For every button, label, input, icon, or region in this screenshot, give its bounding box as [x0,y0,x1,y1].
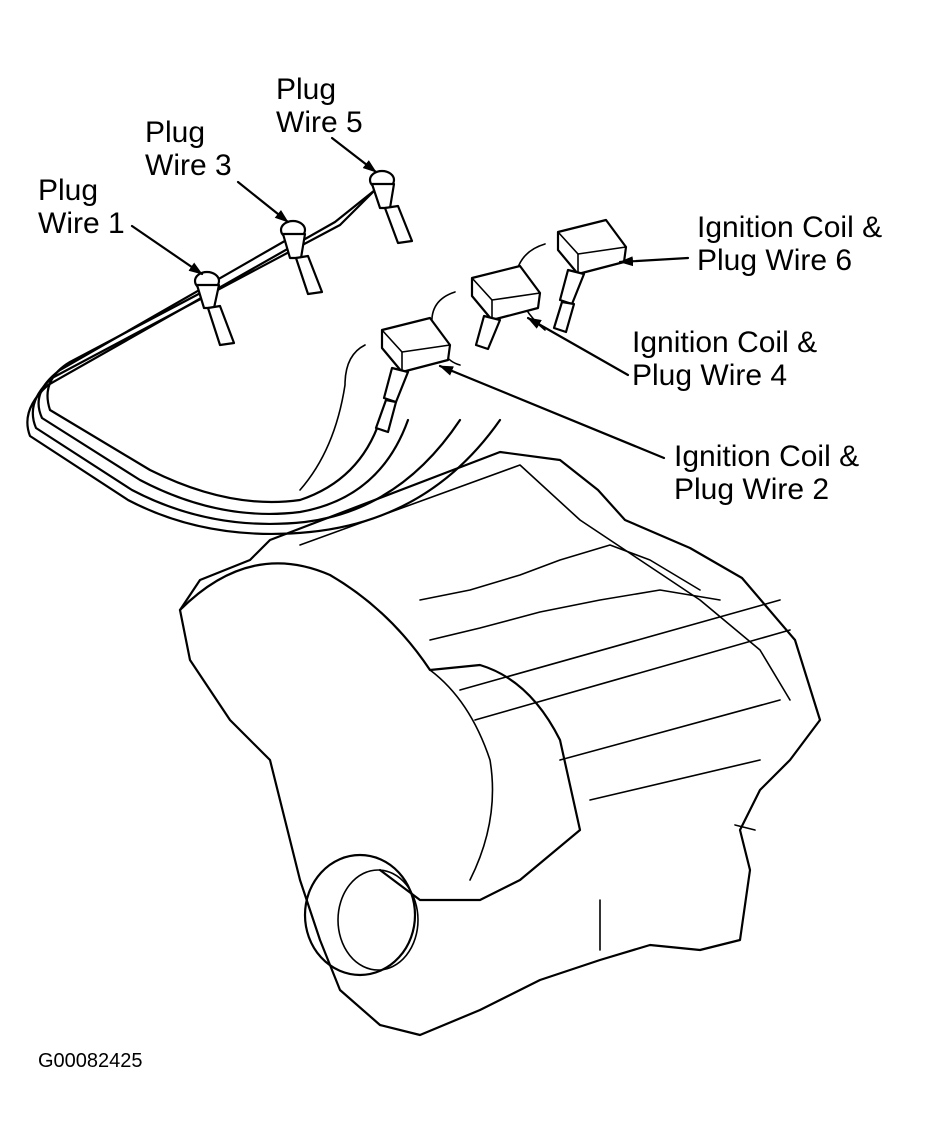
plug-boot-5 [368,169,414,245]
ignition-coil-2 [374,316,452,434]
label-line: Ignition Coil & [697,211,883,244]
label-coil-4: Ignition Coil & Plug Wire 4 [632,326,817,392]
arrow-coil-2 [438,364,666,460]
label-plug-wire-3: Plug Wire 3 [145,116,232,182]
label-line: Plug [145,116,206,149]
label-line: Wire 5 [276,106,363,139]
plug-wire-harness [26,183,546,535]
ignition-coil-4 [470,264,542,351]
arrow-plug-wire-5 [330,136,378,174]
label-plug-wire-5: Plug Wire 5 [276,73,363,139]
arrow-plug-wire-3 [236,180,290,224]
label-coil-6: Ignition Coil & Plug Wire 6 [697,211,882,277]
figure-id: G00082425 [38,1050,143,1072]
arrow-coil-4 [526,316,630,377]
label-line: Plug Wire 2 [674,473,830,506]
label-line: Plug [38,174,99,207]
ignition-coil-6 [552,218,628,334]
label-coil-2: Ignition Coil & Plug Wire 2 [674,440,859,506]
label-line: Wire 1 [38,207,125,240]
label-plug-wire-1: Plug Wire 1 [38,174,125,240]
engine-block [178,450,822,1037]
plug-boot-3 [279,219,324,296]
arrow-plug-wire-1 [130,224,204,276]
label-line: Plug Wire 4 [632,359,788,392]
label-line: Ignition Coil & [674,440,860,473]
label-line: Wire 3 [145,149,232,182]
plug-boot-1 [193,270,236,347]
arrow-coil-6 [618,256,690,267]
label-line: Ignition Coil & [632,326,818,359]
label-line: Plug Wire 6 [697,244,853,277]
label-line: Plug [276,73,337,106]
leader-arrows [130,136,690,460]
